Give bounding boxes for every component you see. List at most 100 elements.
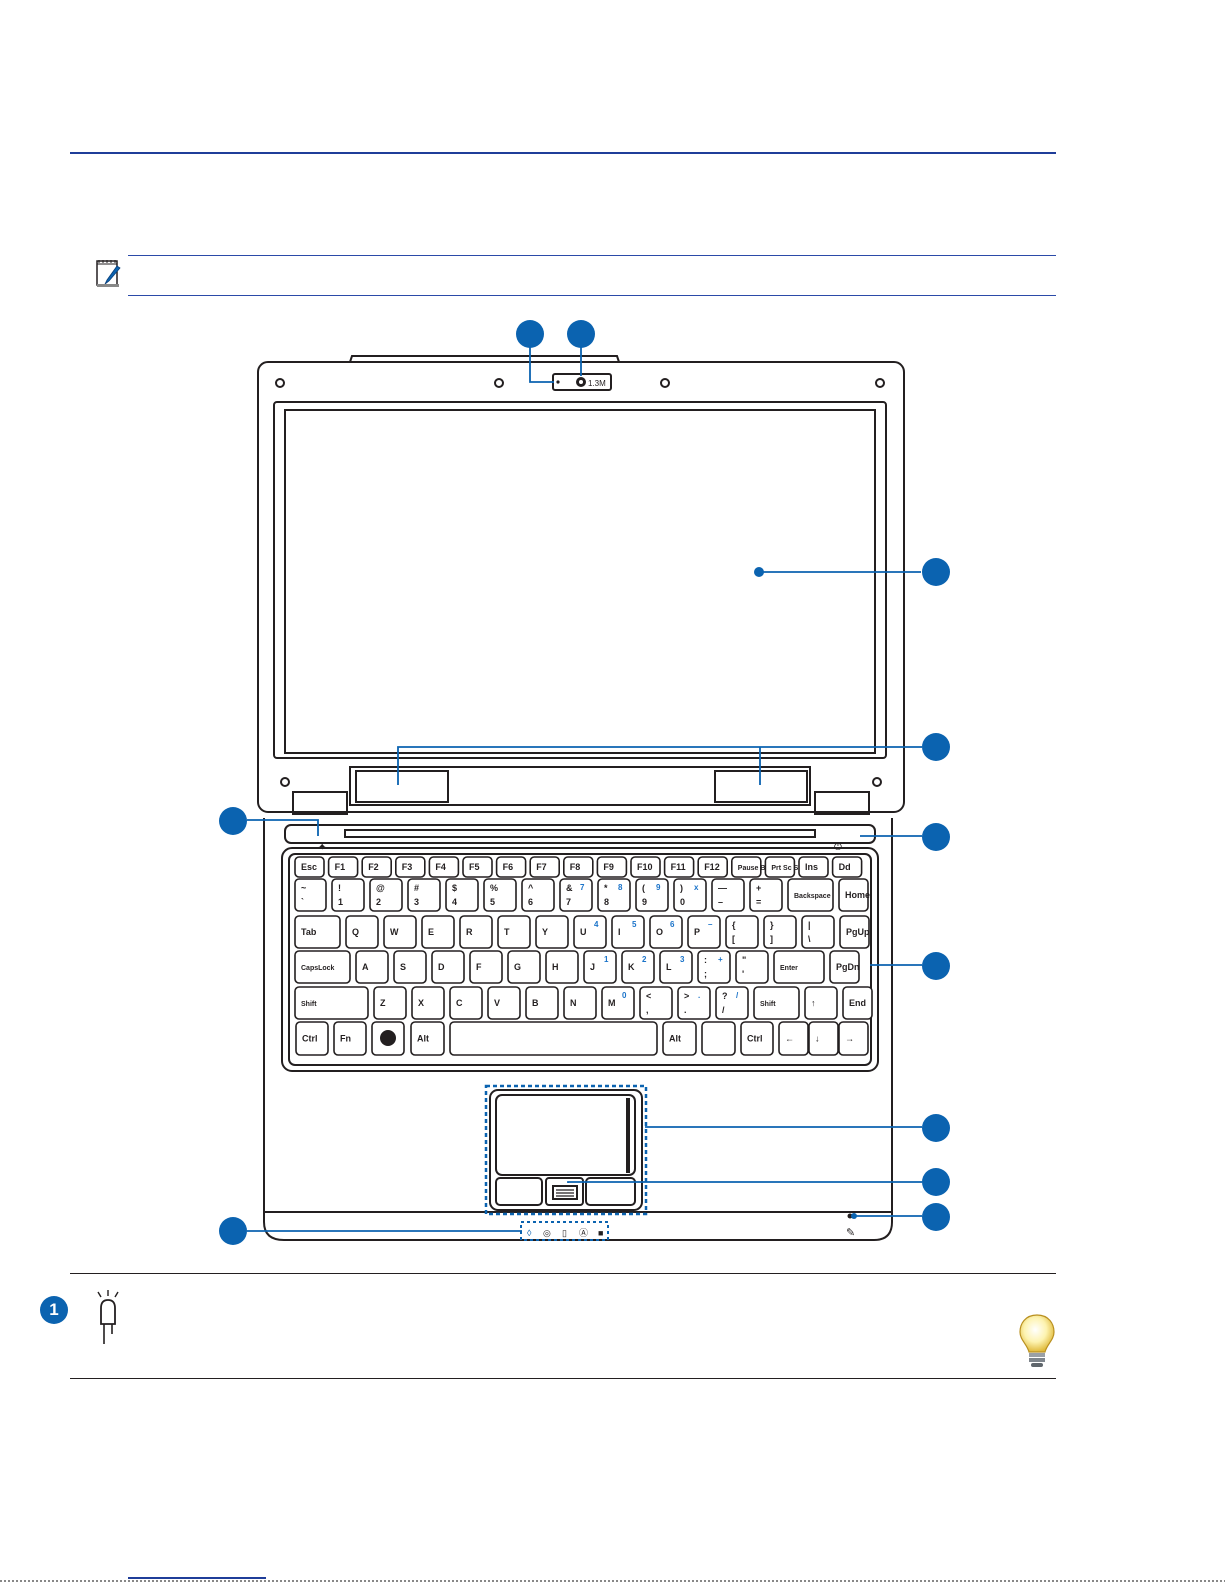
key-r2-3 [407,878,441,912]
svg-text:⏻: ⏻ [834,842,842,853]
key-fn-6 [495,856,527,878]
key-alt-left-label: Alt [417,1034,429,1044]
key-r2-9-lower: 9 [642,897,647,907]
key-r2-6 [521,878,555,912]
key-fn-1 [327,856,359,878]
key-r2-11-lower: – [718,897,723,907]
item-number-badge: 1 [40,1296,68,1324]
key-r4-11-label: " [742,955,746,965]
key-ctrl-left [295,1021,329,1056]
key-r2-6-lower: 6 [528,897,533,907]
key-r5-8-label: < [646,991,651,1001]
key-r2-8 [597,878,631,912]
key-fn-5-label: F5 [469,862,480,872]
key-r3-0-label: Tab [301,927,317,937]
key-r5-10-label: ? [722,991,728,1001]
key-r2-2-label: @ [376,883,385,893]
key-ctrl-right-label: Ctrl [747,1034,763,1044]
key-r5-11-label: Shift [760,1001,776,1008]
key-fn-8-label: F8 [570,862,581,872]
key-r2-5-label: % [490,883,498,893]
key-r4-9-numpad: 3 [680,955,685,964]
key-r3-1-label: Q [352,927,359,937]
key-r2-3-label: # [414,883,419,893]
key-r3-9-numpad: 6 [670,920,675,929]
svg-text:◎: ◎ [543,1228,551,1238]
key-r4-3-label: D [438,962,445,972]
key-r5-13 [842,986,873,1020]
key-r5-0-label: Shift [301,1001,317,1008]
key-r4-11 [735,950,769,984]
key-r2-0 [294,878,327,912]
key-fn-0 [294,856,325,878]
key-r2-5 [483,878,517,912]
key-r5-7-numpad: 0 [622,991,627,1000]
key-r3-4-label: R [466,927,473,937]
windows-logo-icon [380,1030,396,1046]
key-r3-6 [535,915,569,949]
key-r3-5-label: T [504,927,510,937]
key-r3-9-label: O [656,927,663,937]
key-r5-2-label: X [418,998,424,1008]
key-r5-0 [294,986,369,1020]
key-r2-14 [838,878,869,912]
key-r3-12 [763,915,797,949]
section-top-rule [70,1273,1056,1274]
key-r5-8 [639,986,673,1020]
key-r2-4 [445,878,479,912]
key-r2-4-label: $ [452,883,457,893]
key-r3-14 [839,915,870,949]
key-r2-10-lower: 0 [680,897,685,907]
key-r2-5-lower: 5 [490,897,495,907]
key-r4-12 [773,950,825,984]
key-r3-14-label: PgUp [846,927,870,937]
key-r2-9 [635,878,669,912]
key-r4-5 [507,950,541,984]
callout-badge-camera [567,320,595,348]
key-r3-13-lower: \ [808,934,811,944]
key-left [778,1021,809,1056]
key-r2-10-numpad: x [694,883,699,892]
lightbulb-icon [1016,1312,1058,1370]
led-indicator-icon [92,1290,124,1346]
key-r2-6-label: ^ [528,883,534,893]
key-r4-1 [355,950,389,984]
key-r3-11-lower: [ [732,934,735,944]
svg-text:✎: ✎ [846,1226,855,1239]
key-r4-7-numpad: 1 [604,955,609,964]
key-fn-15-label: Ins [805,862,818,872]
key-r4-10 [697,950,731,984]
key-r3-6-label: Y [542,927,548,937]
key-ctrl-right [740,1021,774,1056]
key-fn-14-label: Prt Sc Sys Rq [771,865,817,872]
key-r2-1-label: ! [338,883,341,893]
key-r3-2 [383,915,417,949]
footer-dotted-rule [0,1580,1225,1582]
key-r2-3-lower: 3 [414,897,419,907]
key-r5-4-label: V [494,998,500,1008]
key-r5-13-label: End [849,998,866,1008]
key-r3-8 [611,915,645,949]
key-fn-5 [462,856,493,878]
key-fn-3-label: F3 [402,862,413,872]
key-fn-9 [596,856,628,878]
key-r2-2-lower: 2 [376,897,381,907]
key-r5-10-lower: / [722,1005,725,1015]
key-fn-9-label: F9 [603,862,614,872]
key-r3-7-label: U [580,927,587,937]
key-r5-5 [525,986,559,1020]
key-fn-10-label: F10 [637,862,653,872]
key-space [449,1021,658,1056]
key-r2-8-numpad: 8 [618,883,623,892]
key-r3-12-lower: ] [770,934,773,944]
svg-text:■: ■ [598,1228,603,1238]
note-icon [95,258,123,288]
key-r5-9-numpad: . [698,991,700,1000]
key-alt-left [410,1021,445,1056]
svg-text:◊: ◊ [527,1228,532,1238]
key-r4-5-label: G [514,962,521,972]
key-fn-14 [764,856,796,878]
key-r2-13 [787,878,834,912]
